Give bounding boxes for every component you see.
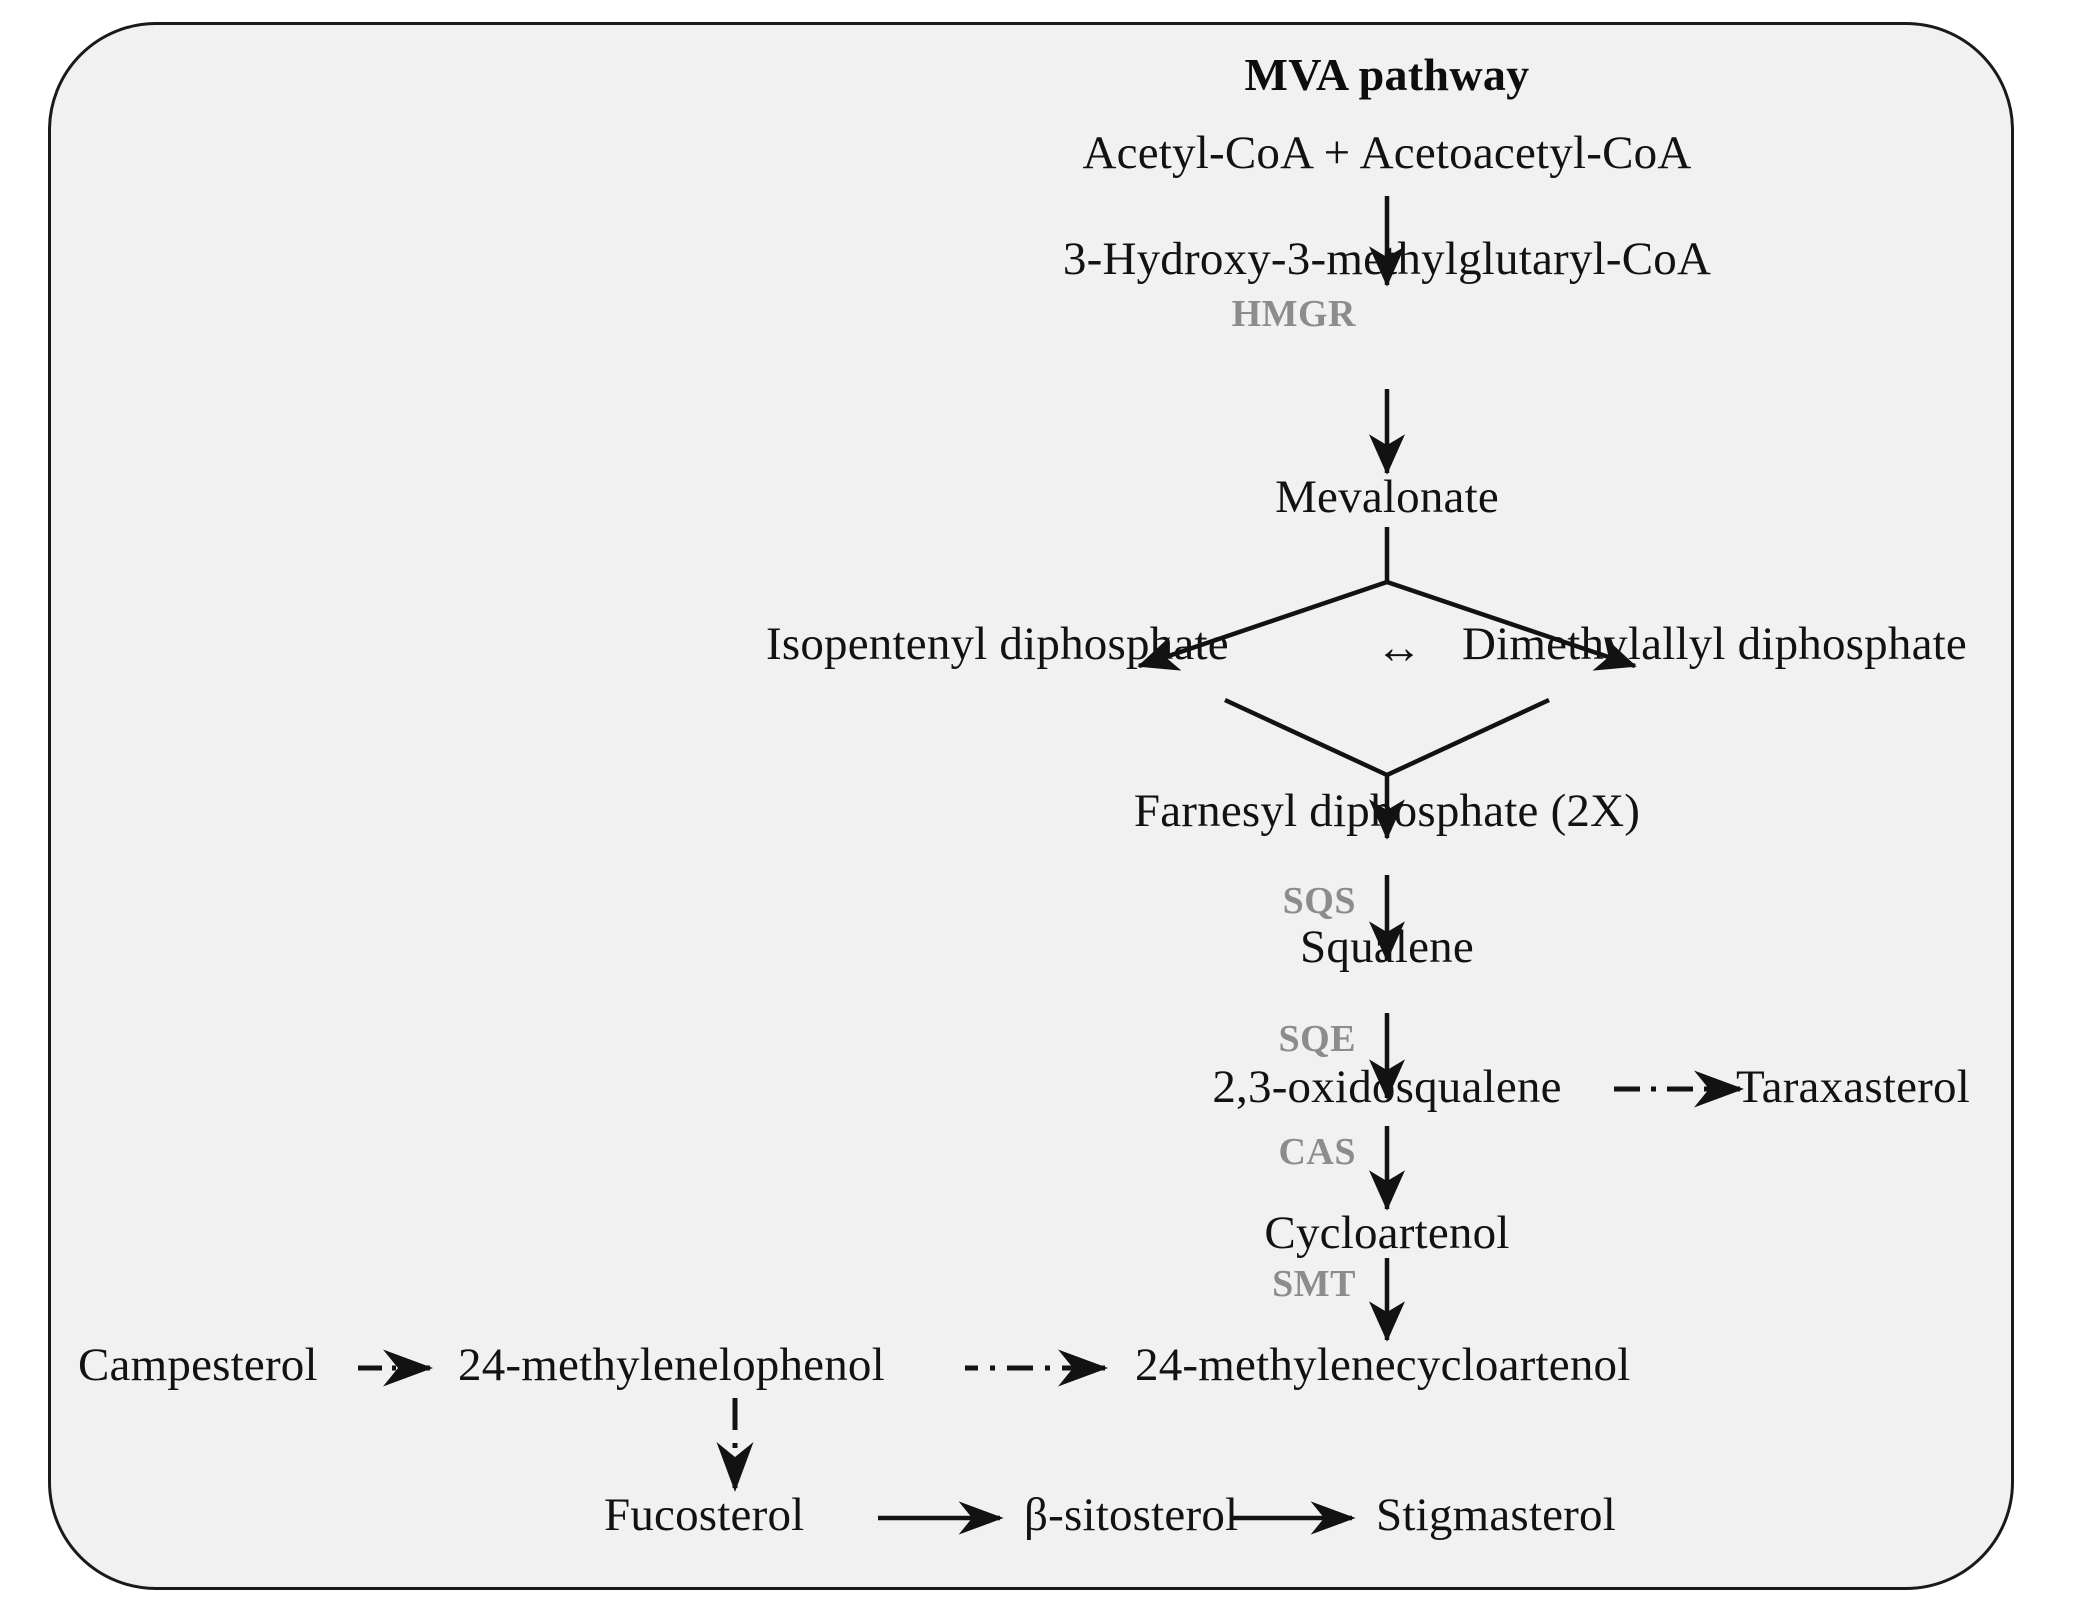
- node-acetyl-coa: Acetyl-CoA + Acetoacetyl-CoA: [1082, 127, 1692, 179]
- node-mevalonate: Mevalonate: [1275, 471, 1499, 523]
- node-fucosterol: Fucosterol: [604, 1489, 805, 1541]
- node-sitosterol: β-sitosterol: [1024, 1489, 1239, 1541]
- node-farnesyl-diphosphate: Farnesyl diphosphate (2X): [1133, 785, 1641, 837]
- node-isopentenyl-diphosphate: Isopentenyl diphosphate: [766, 618, 1229, 670]
- node-squalene: Squalene: [1300, 921, 1474, 973]
- node-dimethylallyl-diphosphate: Dimethylallyl diphosphate: [1462, 618, 1967, 670]
- node-cycloartenol: Cycloartenol: [1264, 1207, 1510, 1259]
- node-campesterol: Campesterol: [78, 1339, 318, 1391]
- equilibrium-arrow-icon: ↔: [1375, 622, 1423, 674]
- node-hmg-coa: 3-Hydroxy-3-methylglutaryl-CoA: [1062, 233, 1712, 285]
- enzyme-label-cas: CAS: [1278, 1131, 1356, 1173]
- enzyme-label-sqs: SQS: [1282, 880, 1356, 922]
- enzyme-label-hmgr: HMGR: [1231, 293, 1356, 335]
- enzyme-label-sqe: SQE: [1278, 1018, 1356, 1060]
- node-methylenecycloartenol: 24-methylenecycloartenol: [1135, 1339, 1631, 1391]
- node-taraxasterol: Taraxasterol: [1736, 1061, 1970, 1113]
- pathway-panel: [48, 22, 2014, 1590]
- figure-title: MVA pathway: [1244, 49, 1530, 100]
- node-methylenelophenol: 24-methylenelophenol: [458, 1339, 885, 1391]
- node-oxidosqualene: 2,3-oxidosqualene: [1212, 1061, 1562, 1113]
- enzyme-label-smt: SMT: [1272, 1263, 1356, 1305]
- node-stigmasterol: Stigmasterol: [1376, 1489, 1616, 1541]
